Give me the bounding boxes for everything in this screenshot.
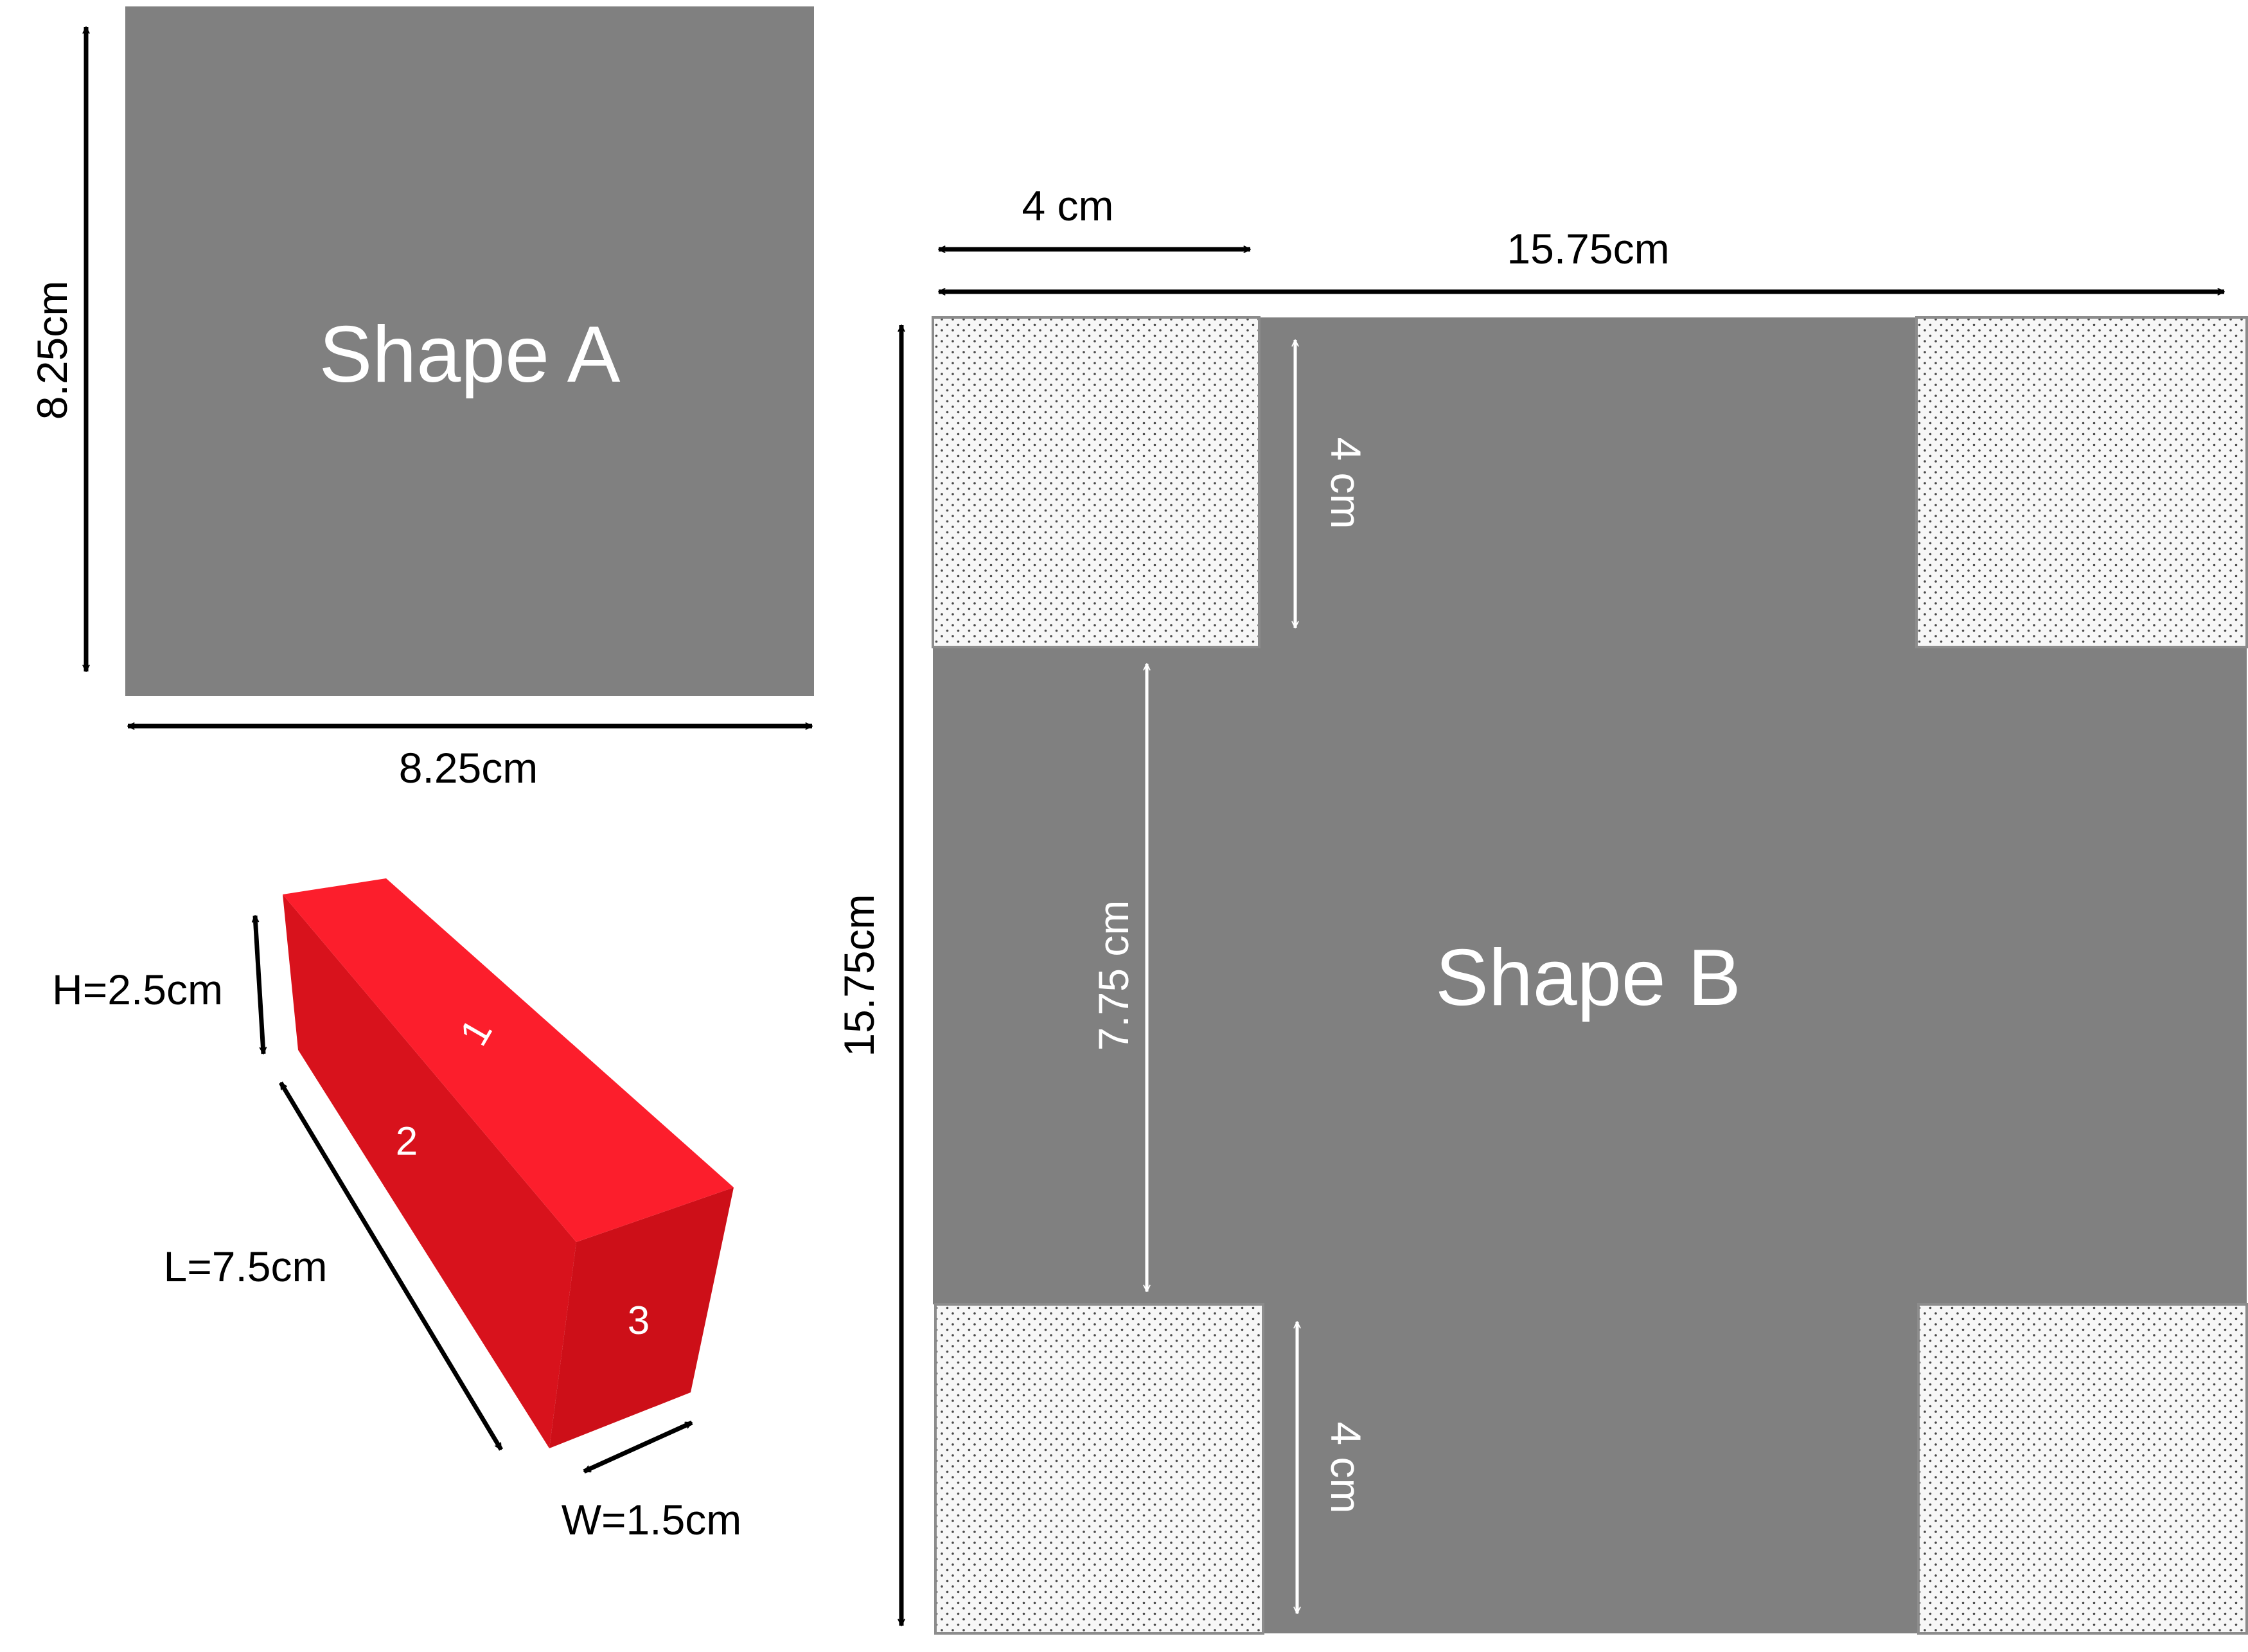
brick-face-label-3: 3 <box>628 1299 650 1343</box>
shape-a-width-label: 8.25cm <box>399 744 538 792</box>
shape-b-width-label: 15.75cm <box>1507 225 1669 272</box>
brick-face-label-2: 2 <box>396 1119 418 1164</box>
brick-width-label: W=1.5cm <box>562 1496 742 1543</box>
shape-b-corner-top-left <box>932 316 1261 648</box>
brick-top-face <box>283 878 734 1242</box>
shape-b-bottom-corner-height-label: 4 cm <box>1322 1421 1370 1513</box>
shape-b-middle-height-label: 7.75 cm <box>1090 900 1137 1051</box>
brick-width-arrow <box>583 1420 693 1474</box>
shape-b-corner-bottom-left <box>934 1303 1264 1635</box>
shape-b-title: Shape B <box>1435 934 1741 1022</box>
brick-height-label: H=2.5cm <box>52 966 223 1013</box>
shape-b-corner-top-right <box>1915 316 2248 648</box>
shape-a-height-label: 8.25cm <box>28 281 76 420</box>
shape-b-top-corner-height-label: 4 cm <box>1322 437 1370 529</box>
brick: 1 2 3 H=2.5cm L=7.5cm W=1.5cm <box>52 878 741 1543</box>
brick-end-face <box>549 1187 734 1448</box>
shape-a: Shape A 8.25cm 8.25cm <box>28 6 814 792</box>
brick-height-arrow <box>251 915 267 1054</box>
shape-b-corner-width-label: 4 cm <box>1022 182 1113 229</box>
shape-b-height-label: 15.75cm <box>835 894 883 1056</box>
brick-length-arrow <box>278 1081 504 1451</box>
brick-length-label: L=7.5cm <box>164 1243 328 1290</box>
shape-a-title: Shape A <box>319 310 621 399</box>
shape-b: Shape B 4 cm 15.75cm 15.75cm 4 cm 7.75 c… <box>835 182 2248 1635</box>
shape-a-square <box>125 6 814 696</box>
shape-b-corner-bottom-right <box>1917 1303 2248 1635</box>
